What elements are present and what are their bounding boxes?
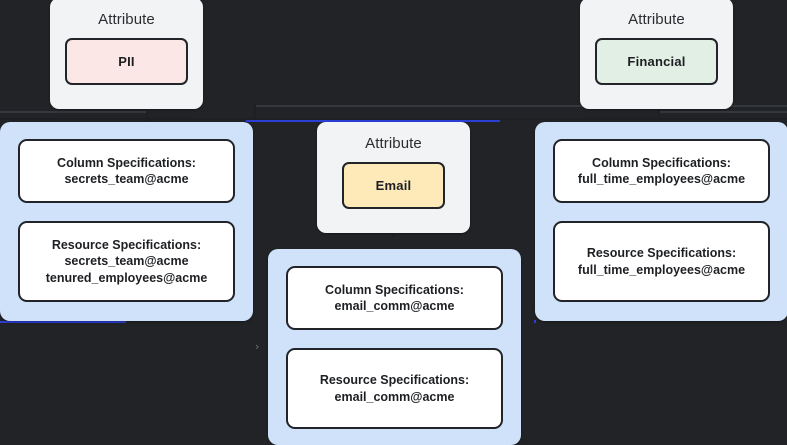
spec-card-value: email_comm@acme <box>334 299 455 313</box>
spec-card-column-specifications[interactable]: Column Specifications: secrets_team@acme <box>18 139 235 203</box>
edge-horizontal-right-top <box>256 105 787 107</box>
edge-horizontal-financial <box>660 111 787 113</box>
attribute-card-title: Attribute <box>365 135 422 152</box>
spec-group-pii[interactable]: Column Specifications: secrets_team@acme… <box>0 122 253 321</box>
attribute-badge-financial[interactable]: Financial <box>595 38 718 85</box>
spec-card-value: full_time_employees@acme <box>577 172 746 186</box>
spec-card-value: email_comm@acme <box>334 389 455 404</box>
spec-card-column-specifications[interactable]: Column Specifications: full_time_employe… <box>553 139 770 203</box>
chevron-right-icon: › <box>255 340 260 353</box>
spec-group-email[interactable]: Column Specifications: email_comm@acme R… <box>268 249 521 445</box>
attribute-card-email[interactable]: Attribute Email <box>317 122 470 233</box>
spec-card-heading: Column Specifications: <box>592 155 731 170</box>
edge-vertical-pii-drop <box>146 111 148 124</box>
spec-card-heading: Resource Specifications: <box>51 237 202 252</box>
edge-highlight-right <box>534 320 536 323</box>
attribute-card-pii[interactable]: Attribute PII <box>50 0 203 109</box>
edge-highlight-bottom <box>0 321 126 323</box>
spec-card-value: secrets_team@acme <box>64 172 189 186</box>
spec-card-resource-specifications[interactable]: Resource Specifications: secrets_team@ac… <box>18 221 235 302</box>
spec-card-resource-specifications[interactable]: Resource Specifications: full_time_emplo… <box>553 221 770 302</box>
attribute-card-title: Attribute <box>98 11 155 28</box>
edge-vertical-financial-drop <box>658 105 660 120</box>
spec-group-financial[interactable]: Column Specifications: full_time_employe… <box>535 122 787 321</box>
spec-card-value: full_time_employees@acme <box>577 262 746 277</box>
edge-vertical-bus-riser <box>254 105 256 120</box>
edge-horizontal-left-top <box>0 111 148 113</box>
spec-card-value: secrets_team@acme <box>64 254 189 269</box>
attribute-badge-pii[interactable]: PII <box>65 38 188 85</box>
spec-card-heading: Column Specifications: <box>57 155 196 170</box>
edge-horizontal-left-lower <box>0 118 148 120</box>
spec-card-heading: Resource Specifications: <box>319 373 470 387</box>
spec-card-resource-specifications[interactable]: Resource Specifications: email_comm@acme <box>286 348 503 429</box>
edge-horizontal-main-bus <box>148 118 787 120</box>
spec-card-column-specifications[interactable]: Column Specifications: email_comm@acme <box>286 266 503 330</box>
spec-card-value: tenured_employees@acme <box>45 270 208 285</box>
attribute-badge-email[interactable]: Email <box>342 162 445 209</box>
attribute-card-title: Attribute <box>628 11 685 28</box>
attribute-card-financial[interactable]: Attribute Financial <box>580 0 733 109</box>
edge-highlight-top <box>246 120 500 122</box>
spec-card-heading: Resource Specifications: <box>586 246 737 260</box>
spec-card-heading: Column Specifications: <box>325 282 464 297</box>
